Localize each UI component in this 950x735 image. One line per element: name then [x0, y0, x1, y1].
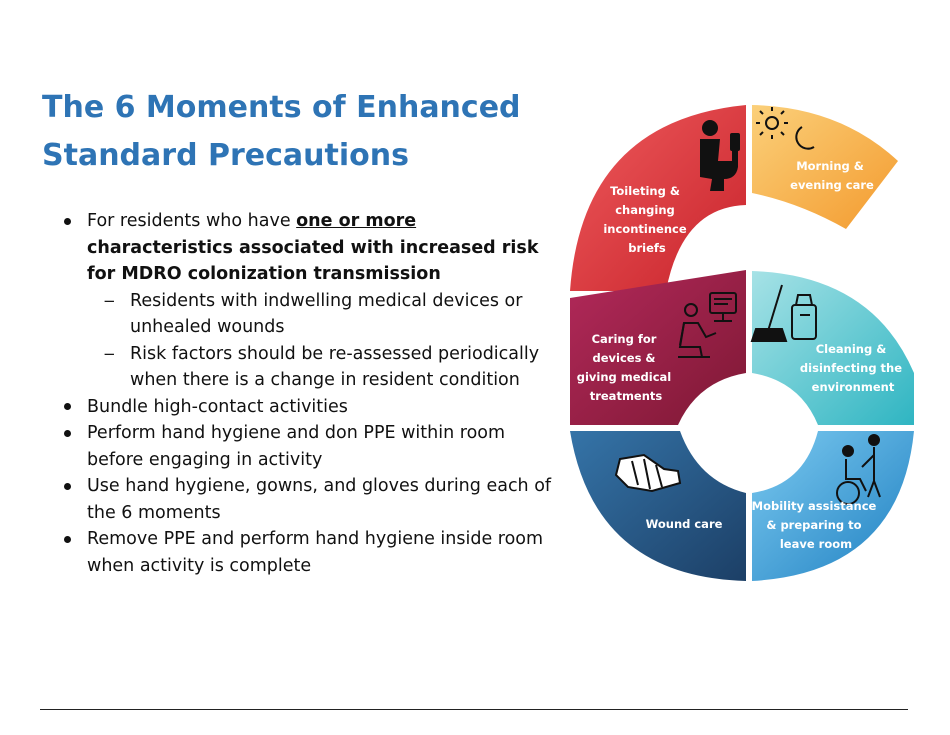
- bullet-item-remove-ppe: Remove PPE and perform hand hygiene insi…: [60, 526, 560, 579]
- bullet-emphasis: one or more: [296, 211, 417, 231]
- mobility-label-3: leave room: [780, 537, 852, 551]
- bandaged-foot-icon: [614, 453, 682, 493]
- cleaning-label-2: disinfecting the: [800, 361, 902, 375]
- bullet-text: For residents who have: [87, 211, 297, 231]
- sub-list: Residents with indwelling medical device…: [87, 288, 560, 394]
- segment-wound-care: Wound care: [570, 431, 746, 581]
- caring-label-2: devices &: [593, 351, 656, 365]
- bullet-item-don-ppe: Perform hand hygiene and don PPE within …: [60, 420, 560, 473]
- sub-item-reassess: Risk factors should be re-assessed perio…: [87, 341, 560, 394]
- svg-text:Wound care: Wound care: [646, 517, 723, 531]
- segment-wound-shape: [570, 431, 746, 581]
- sun-moon-icon: [756, 107, 815, 150]
- mobility-label-1: Mobility assistance: [752, 499, 877, 513]
- bullet-item-gowns-gloves: Use hand hygiene, gowns, and gloves duri…: [60, 473, 560, 526]
- toileting-label-1: Toileting &: [610, 184, 680, 198]
- sub-item-devices: Residents with indwelling medical device…: [87, 288, 560, 341]
- wound-label-1: Wound care: [646, 517, 723, 531]
- segment-caring-devices: Caring for devices & giving medical trea…: [570, 270, 746, 425]
- toilet-icon: [700, 120, 740, 191]
- computer-user-icon: [678, 292, 737, 358]
- page-title: The 6 Moments of Enhanced Standard Preca…: [42, 84, 562, 180]
- svg-text:Caring for devices &: Caring for devices & giving medical trea…: [577, 332, 676, 403]
- segment-morning-evening: Morning & evening care: [752, 105, 898, 229]
- segment-caring-shape: [570, 270, 746, 425]
- segment-cleaning: Cleaning & disinfecting the environment: [750, 271, 914, 425]
- bullet-text-bold: characteristics associated with increase…: [87, 237, 539, 285]
- segment-mobility: Mobility assistance & preparing to leave…: [752, 431, 914, 581]
- six-moments-graphic: Toileting & changing incontinence briefs…: [560, 95, 922, 590]
- svg-text:Mobility assistance & pr: Mobility assistance & preparing to leave…: [752, 499, 881, 551]
- svg-text:Toileting & changing: Toileting & changing incontinence briefs: [603, 184, 690, 255]
- footer-divider: [40, 709, 908, 710]
- cleaning-label-1: Cleaning &: [816, 342, 887, 356]
- svg-text:Cleaning & disinfecting: Cleaning & disinfecting the environment: [800, 342, 906, 394]
- bullet-item-bundle: Bundle high-contact activities: [60, 394, 560, 421]
- caring-label-1: Caring for: [592, 332, 657, 346]
- caring-label-3: giving medical: [577, 370, 672, 384]
- morning-label-2: evening care: [790, 178, 874, 192]
- toileting-label-2: changing: [615, 203, 675, 217]
- morning-label-1: Morning &: [796, 159, 864, 173]
- caring-label-4: treatments: [590, 389, 663, 403]
- toileting-label-4: briefs: [628, 241, 666, 255]
- segment-morning-shape: [752, 105, 898, 229]
- wheelchair-assist-icon: [836, 434, 881, 505]
- bullet-list: For residents who have one or more chara…: [60, 208, 560, 579]
- cleaning-label-3: environment: [812, 380, 895, 394]
- toileting-label-3: incontinence: [603, 222, 686, 236]
- mobility-label-2: & preparing to: [766, 518, 861, 532]
- title-line-1: The 6 Moments of Enhanced: [42, 90, 521, 125]
- title-line-2: Standard Precautions: [42, 138, 409, 173]
- segment-toileting: Toileting & changing incontinence briefs: [570, 105, 746, 291]
- bullet-item-residents: For residents who have one or more chara…: [60, 208, 560, 394]
- cleaning-icon: [750, 284, 817, 342]
- svg-text:Morning & evening care: Morning & evening care: [790, 159, 874, 192]
